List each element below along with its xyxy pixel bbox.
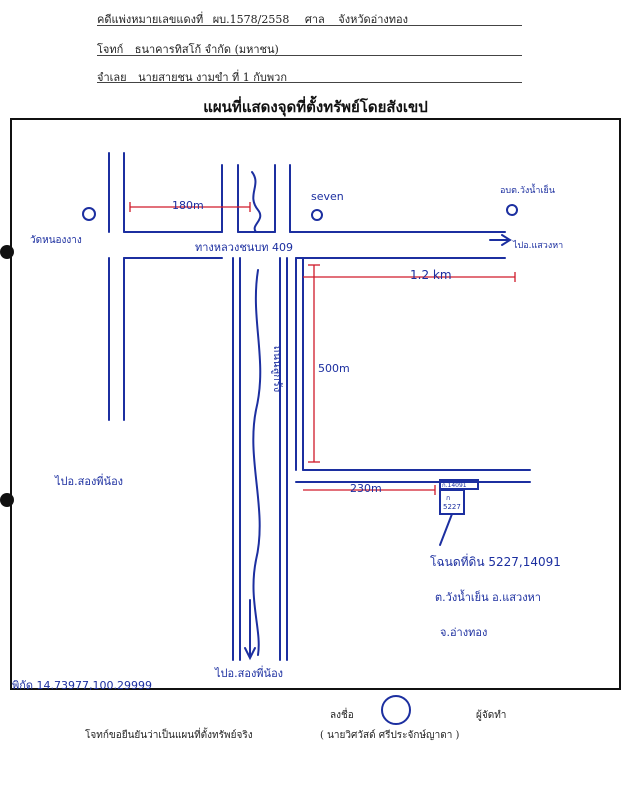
road-409-label: ทางหลวงชนบท 409 xyxy=(195,241,294,254)
defendant-line: จำเลย นายสายชน งามขำ ที่ 1 กับพวก xyxy=(97,68,287,86)
seven-label: seven xyxy=(311,190,344,203)
parcel-a-label: ก xyxy=(446,494,451,502)
deed-label: โฉนดที่ดิน 5227,14091 xyxy=(430,555,561,569)
defendant-label: จำเลย xyxy=(97,71,127,84)
dim-230-label: 230m xyxy=(350,482,382,495)
court-label: ศาล xyxy=(304,13,325,26)
case-number: ผบ.1578/2558 xyxy=(212,13,290,26)
case-rule xyxy=(97,25,522,26)
tambon-district-label: ต.วังน้ำเย็น อ.แสวงหา xyxy=(435,591,541,604)
defendant-rule xyxy=(97,82,522,83)
to-district-left-label: ไปอ.สองพี่น้อง xyxy=(55,475,124,488)
parcel-small-label: ก.14091 xyxy=(442,482,467,489)
plaintiff-line: โจทก์ ธนาคารทิสโก้ จำกัด (มหาชน) xyxy=(97,40,279,58)
plaintiff-label: โจทก์ xyxy=(97,43,124,56)
arrow-right-head xyxy=(501,234,512,246)
province-label: จ.อ่างทอง xyxy=(440,626,488,639)
preparer-name: ( นายวิศวัสด์ ศรีประจักษ์ญาดา ) xyxy=(320,730,460,741)
dim-1-2km-label: 1.2 km xyxy=(410,268,452,282)
case-label: คดีแพ่งหมายเลขแดงที่ xyxy=(97,13,204,26)
plaintiff-name: ธนาคารทิสโก้ จำกัด (มหาชน) xyxy=(134,43,279,56)
temple-label: วัดหนองงาง xyxy=(30,235,82,246)
road-vertical-label: ถนนลูกรัง xyxy=(271,345,285,393)
parcel-box-small xyxy=(439,479,479,490)
court-name: จังหวัดอ่างทอง xyxy=(338,13,409,26)
temple-marker xyxy=(82,207,96,221)
parcel-leader xyxy=(439,513,453,546)
confirmation-text: โจทก์ขอยืนยันว่าเป็นแผนที่ตั้งทรัพย์จริง xyxy=(85,730,253,741)
dim-180-label: 180m xyxy=(172,199,204,212)
arrow-down-head xyxy=(244,647,256,661)
tambon-office-label: อบต.วังน้ำเย็น xyxy=(500,186,555,196)
defendant-name: นายสายชน งามขำ ที่ 1 กับพวก xyxy=(138,71,288,84)
case-line: คดีแพ่งหมายเลขแดงที่ ผบ.1578/2558 ศาล จั… xyxy=(97,10,408,28)
seven-marker xyxy=(311,209,323,221)
to-district-label: ไปอ.แสวงหา xyxy=(513,241,564,251)
to-district-bottom-label: ไปอ.สองพี่น้อง xyxy=(215,667,284,680)
canal-wiggle xyxy=(252,269,262,656)
map-frame xyxy=(10,118,621,690)
map-title: แผนที่แสดงจุดที่ตั้งทรัพย์โดยสังเขป xyxy=(203,98,428,116)
parcel-number-label: 5227 xyxy=(443,503,461,511)
preparer-role: ผู้จัดทำ xyxy=(476,710,507,721)
canal-wiggle-upper xyxy=(251,171,262,233)
dim-500-label: 500m xyxy=(318,362,350,375)
signature xyxy=(381,695,411,725)
tambon-marker xyxy=(506,204,518,216)
sign-label: ลงชื่อ xyxy=(330,710,354,721)
coordinates-label: พิกัด 14.73977,100.29999 xyxy=(12,679,153,692)
plaintiff-rule xyxy=(97,55,522,56)
